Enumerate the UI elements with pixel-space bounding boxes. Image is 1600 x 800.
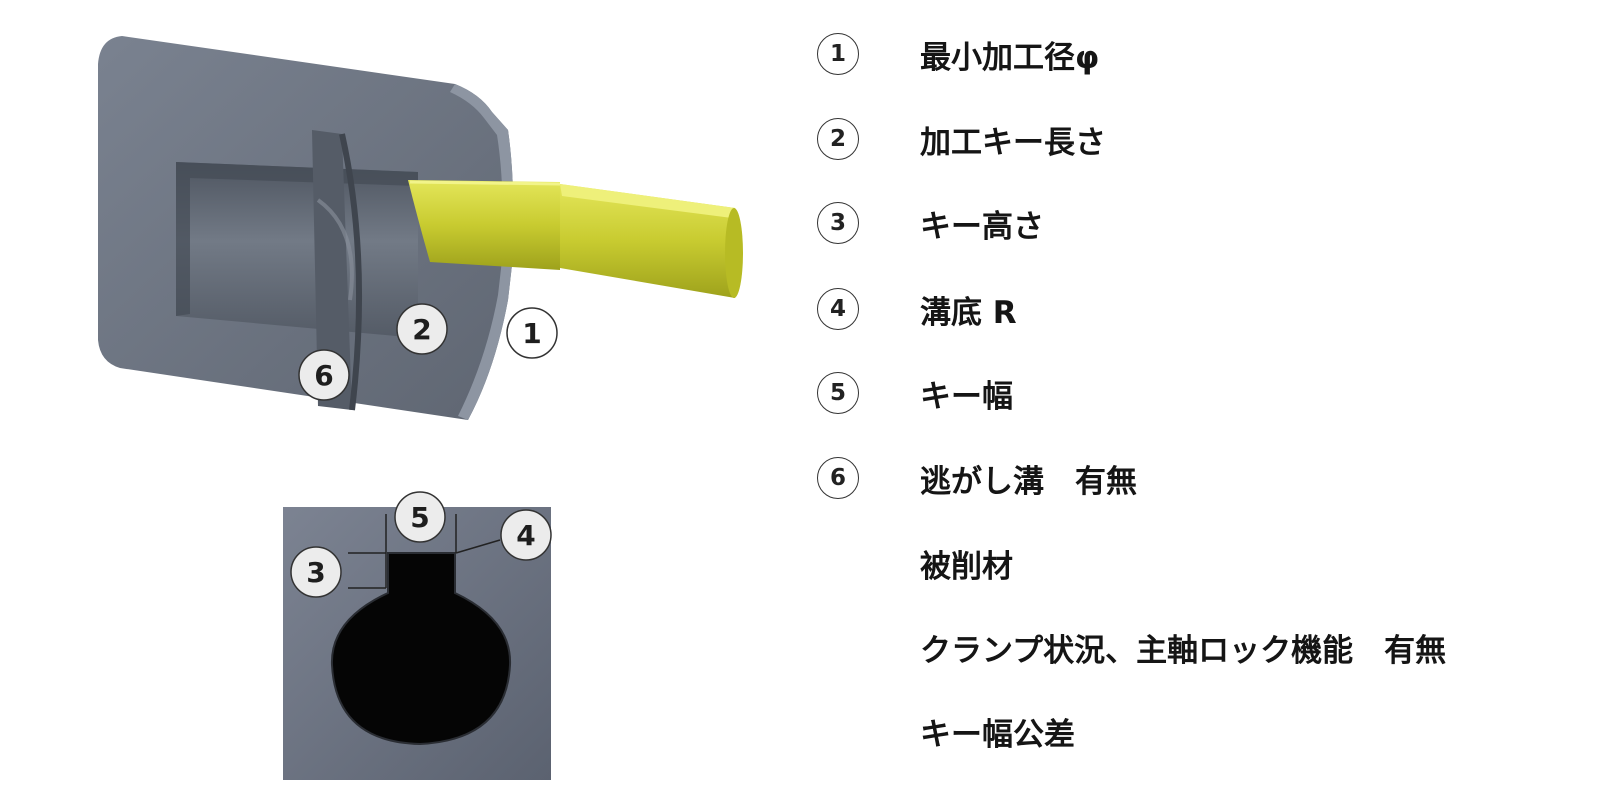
list-label: 加工キー長さ bbox=[920, 124, 1106, 161]
svg-text:1: 1 bbox=[522, 317, 541, 350]
svg-text:6: 6 bbox=[314, 359, 333, 392]
list-label: キー高さ bbox=[920, 208, 1044, 245]
list-number: 6 bbox=[817, 457, 859, 499]
list-number: 2 bbox=[817, 118, 859, 160]
callout-5: 5 bbox=[394, 491, 446, 543]
list-label: 最小加工径φ bbox=[920, 39, 1100, 76]
list-label: 溝底 R bbox=[920, 294, 1017, 331]
list-label: キー幅公差 bbox=[920, 716, 1075, 753]
list-label: 被削材 bbox=[920, 548, 1013, 585]
callout-6: 6 bbox=[298, 349, 350, 401]
callout-1: 1 bbox=[506, 307, 558, 359]
list-number: 1 bbox=[817, 33, 859, 75]
callout-2: 2 bbox=[396, 303, 448, 355]
list-label: キー幅 bbox=[920, 378, 1013, 415]
svg-text:5: 5 bbox=[410, 501, 429, 534]
list-number: 5 bbox=[817, 372, 859, 414]
cross-section-view bbox=[283, 507, 551, 780]
list-label: 逃がし溝 有無 bbox=[920, 463, 1137, 500]
svg-text:4: 4 bbox=[516, 519, 535, 552]
list-label: クランプ状況、主軸ロック機能 有無 bbox=[920, 632, 1447, 669]
list-number: 4 bbox=[817, 288, 859, 330]
callout-3: 3 bbox=[290, 546, 342, 598]
svg-text:3: 3 bbox=[306, 556, 325, 589]
svg-text:2: 2 bbox=[412, 313, 431, 346]
callout-4: 4 bbox=[500, 509, 552, 561]
workpiece-block bbox=[98, 36, 514, 420]
keyway-tool bbox=[408, 180, 743, 298]
list-number: 3 bbox=[817, 202, 859, 244]
